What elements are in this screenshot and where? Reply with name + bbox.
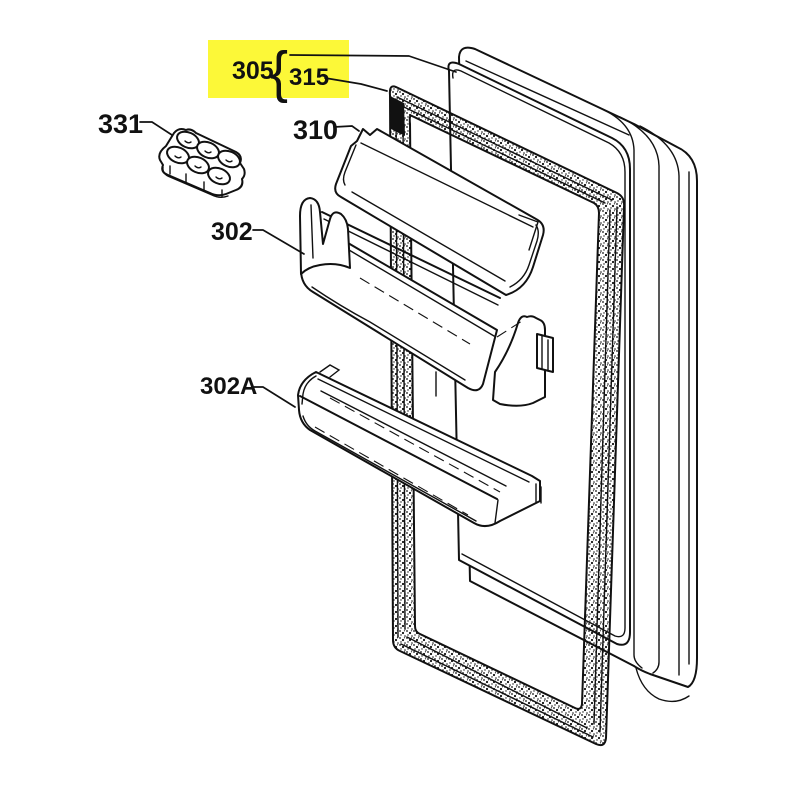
callout-310[interactable]: 310	[293, 115, 339, 145]
dairy-cover	[334, 128, 545, 296]
callout-brace: {	[270, 40, 289, 104]
upper-door-bin	[299, 197, 554, 407]
callout-305[interactable]: 305	[232, 57, 274, 85]
gasket-corner-detail	[390, 96, 405, 136]
leader-line-302	[252, 229, 305, 255]
leader-line-315	[324, 77, 388, 92]
leader-line-310	[333, 125, 360, 132]
leader-line-331	[139, 121, 173, 136]
callout-302A[interactable]: 302A	[200, 373, 258, 400]
leader-line-305	[289, 54, 457, 73]
door-gasket-seal	[388, 85, 626, 747]
leader-lines	[139, 54, 457, 408]
callout-302[interactable]: 302	[211, 218, 253, 246]
egg-tray	[158, 128, 246, 198]
callout-315[interactable]: 315	[289, 64, 330, 91]
callout-331[interactable]: 331	[98, 109, 144, 139]
egg-cups	[166, 130, 241, 186]
leader-line-302A	[251, 386, 296, 408]
lower-door-bin	[297, 364, 542, 527]
highlight-box	[208, 40, 349, 98]
